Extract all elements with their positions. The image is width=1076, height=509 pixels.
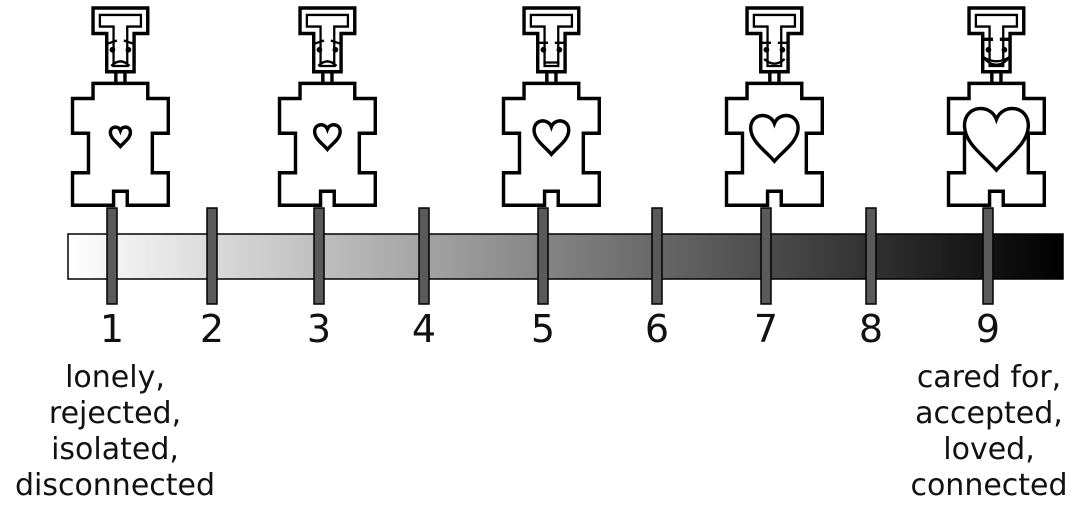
mouth: [763, 58, 786, 65]
scale-label: 9: [976, 307, 1000, 351]
scale-label: 7: [754, 307, 778, 351]
eye: [316, 46, 323, 53]
figure-body: [70, 6, 171, 207]
eye: [332, 46, 339, 53]
low-anchor-line: disconnected: [14, 468, 216, 503]
low-anchor-label: lonely, rejected, isolated, disconnected: [0, 360, 235, 504]
high-anchor-label: cared for, accepted, loved, connected: [869, 360, 1076, 504]
scale-label: 3: [307, 307, 331, 351]
figure-body: [501, 6, 602, 207]
eyebrows: [106, 39, 135, 46]
mouth: [981, 55, 1011, 66]
scale-label: 8: [859, 307, 883, 351]
scale-tick: [106, 207, 118, 305]
person-figure: [946, 6, 1047, 207]
scale-label: 2: [200, 307, 224, 351]
person-figure: [724, 6, 825, 207]
scale-label: 5: [531, 307, 555, 351]
high-anchor-line: cared for,: [916, 360, 1062, 395]
heart-icon: [312, 123, 342, 153]
heart-icon: [962, 106, 1031, 173]
heart-icon: [748, 113, 800, 164]
figure-body: [277, 6, 378, 207]
eye: [109, 46, 116, 53]
scale-tick: [537, 207, 549, 305]
mouth: [110, 60, 131, 67]
low-anchor-line: isolated,: [51, 432, 179, 467]
scale-labels: 1 2 3 4 5 6 7 8 9: [100, 307, 1000, 351]
mouth: [317, 60, 338, 67]
eyebrows: [313, 39, 342, 46]
high-anchor-line: loved,: [943, 432, 1035, 467]
person-figure: [70, 6, 171, 207]
eye: [540, 46, 547, 53]
eye: [1001, 46, 1008, 53]
scale-ticks: [106, 207, 994, 305]
high-anchor-line: accepted,: [915, 396, 1063, 431]
scale-tick: [651, 207, 663, 305]
scale-label: 1: [100, 307, 124, 351]
heart-icon: [532, 119, 571, 158]
eye: [556, 46, 563, 53]
high-anchor-line: connected: [910, 468, 1068, 503]
eye: [125, 46, 132, 53]
scale-tick: [313, 207, 325, 305]
eye: [985, 46, 992, 53]
figure-body: [724, 6, 825, 207]
low-anchor-line: lonely,: [65, 360, 165, 395]
figures: [70, 6, 1047, 207]
eye: [779, 46, 786, 53]
figure-body: [946, 6, 1047, 207]
low-anchor-line: rejected,: [48, 396, 182, 431]
scale-tick: [418, 207, 430, 305]
heart-icon: [108, 125, 133, 150]
scale-tick: [206, 207, 218, 305]
person-figure: [501, 6, 602, 207]
scale-tick: [760, 207, 772, 305]
scale-tick: [982, 207, 994, 305]
eye: [763, 46, 770, 53]
scale-tick: [865, 207, 877, 305]
scale-label: 4: [412, 307, 436, 351]
person-figure: [277, 6, 378, 207]
gradient-bar: [67, 233, 1064, 280]
scale-label: 6: [645, 307, 669, 351]
